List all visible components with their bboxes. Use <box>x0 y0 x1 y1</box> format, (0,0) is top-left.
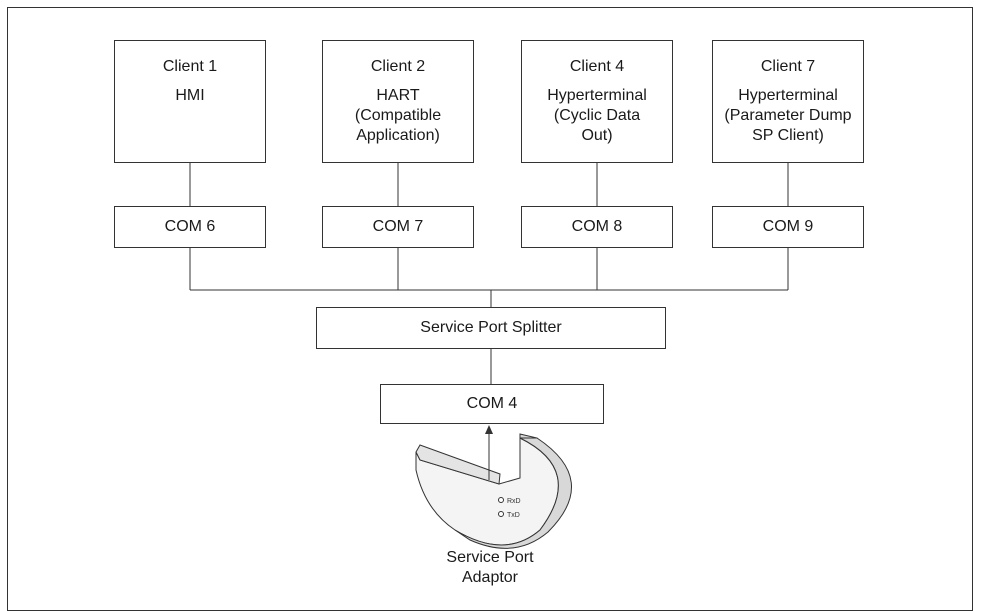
client-title: Client 7 <box>760 58 816 75</box>
com-7-box: COM 7 <box>322 206 474 248</box>
txd-label: TxD <box>507 512 520 519</box>
client-title: Client 1 <box>162 58 218 75</box>
com-4-box: COM 4 <box>380 384 604 424</box>
client-detail: Hyperterminal (Cyclic Data Out) <box>547 87 647 144</box>
client-title: Client 2 <box>370 58 426 75</box>
service-port-splitter-box: Service Port Splitter <box>316 307 666 349</box>
client-title: Client 4 <box>569 58 625 75</box>
client-detail: HART (Compatible Application) <box>354 87 442 144</box>
client-1-box: Client 1 HMI <box>114 40 266 163</box>
client-detail: Hyperterminal (Parameter Dump SP Client) <box>724 87 852 144</box>
txd-led-icon <box>498 511 504 517</box>
client-7-box: Client 7 Hyperterminal (Parameter Dump S… <box>712 40 864 163</box>
adaptor-label: Service Port Adaptor <box>446 549 534 586</box>
client-detail: HMI <box>175 87 205 104</box>
com-9-box: COM 9 <box>712 206 864 248</box>
rxd-led-icon <box>498 497 504 503</box>
client-2-box: Client 2 HART (Compatible Application) <box>322 40 474 163</box>
arrow-head-icon <box>485 425 493 434</box>
service-port-adaptor-icon <box>415 425 572 549</box>
rxd-label: RxD <box>507 498 521 505</box>
com-8-box: COM 8 <box>521 206 673 248</box>
com-6-box: COM 6 <box>114 206 266 248</box>
client-4-box: Client 4 Hyperterminal (Cyclic Data Out) <box>521 40 673 163</box>
